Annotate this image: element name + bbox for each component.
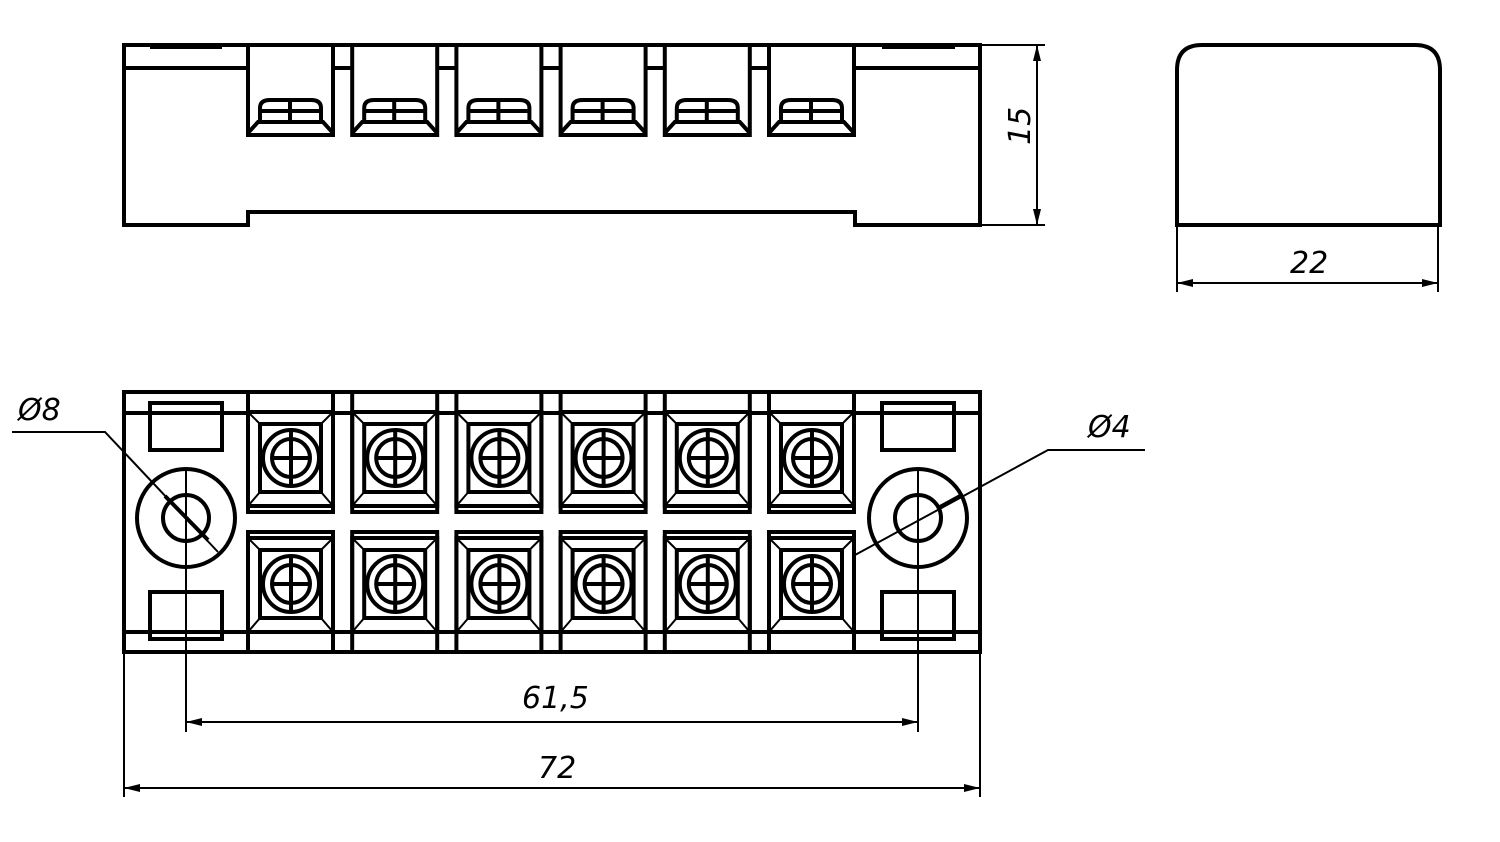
dimension-arrow xyxy=(902,718,918,726)
bevel-lines xyxy=(247,537,334,633)
bevel-lines xyxy=(768,537,855,633)
dimension-arrow xyxy=(1033,209,1041,225)
clamp-base xyxy=(663,120,752,135)
screw-slot xyxy=(793,556,831,612)
screw-slot xyxy=(584,556,623,612)
screw-slot xyxy=(272,430,310,486)
dimensions xyxy=(12,44,1439,797)
bevel-lines xyxy=(455,411,543,507)
clamp-base xyxy=(767,120,856,135)
bevel-lines xyxy=(247,411,334,507)
dimension-arrow xyxy=(1033,45,1041,61)
screw-slot xyxy=(376,430,415,486)
cover-tab xyxy=(148,401,224,452)
screw-slot xyxy=(688,556,727,612)
bevel-lines xyxy=(559,411,647,507)
terminal-housing xyxy=(246,43,335,137)
terminal-housing xyxy=(662,43,752,137)
side-outline xyxy=(1175,43,1442,227)
terminal-housing xyxy=(454,43,544,137)
screw-slot xyxy=(480,430,519,486)
screw-slot xyxy=(376,556,415,612)
bevel-lines xyxy=(455,537,543,633)
terminal-inner xyxy=(466,548,532,620)
bevel-lines xyxy=(559,537,647,633)
terminal-recess xyxy=(558,410,648,508)
screw-slot xyxy=(793,430,831,486)
screw-slot xyxy=(584,430,623,486)
dim-height-label: 15 xyxy=(1003,107,1038,145)
screw-slot xyxy=(480,556,519,612)
bevel-lines xyxy=(768,411,855,507)
side-view xyxy=(1175,43,1442,227)
body-outline xyxy=(122,390,982,654)
terminal-recess xyxy=(767,536,856,634)
dim-side-width-label: 22 xyxy=(1290,246,1328,281)
clamp-base xyxy=(350,120,439,135)
clamp-base xyxy=(559,120,648,135)
screw-slot xyxy=(688,430,727,486)
bevel-lines xyxy=(351,411,438,507)
clamp-base xyxy=(246,120,335,135)
body-outline xyxy=(122,43,982,227)
dim-hole-spacing-label: 61,5 xyxy=(522,681,589,716)
bevel-lines xyxy=(664,411,751,507)
terminal-recess xyxy=(246,536,335,634)
bevel-lines xyxy=(664,537,751,633)
dimension-arrow xyxy=(1177,279,1193,287)
dimension-arrow xyxy=(186,718,202,726)
cover-tab xyxy=(880,401,956,452)
terminal-housing xyxy=(350,43,440,137)
diameter-arrow xyxy=(939,493,963,509)
dimension-arrow xyxy=(1422,279,1438,287)
dimension-arrow xyxy=(124,784,140,792)
front-view xyxy=(122,43,982,227)
leader-line xyxy=(854,449,1145,556)
terminal-recess xyxy=(246,410,335,508)
terminal-recess xyxy=(662,536,752,634)
terminal-inner xyxy=(466,422,532,494)
terminal-recess xyxy=(350,536,440,634)
bevel-lines xyxy=(351,537,438,633)
dimension-arrow xyxy=(964,784,980,792)
terminal-recess xyxy=(454,536,544,634)
top-view xyxy=(122,390,982,654)
terminal-recess xyxy=(454,410,544,508)
terminal-housing xyxy=(767,43,856,137)
terminal-housing xyxy=(558,43,648,137)
dim-diameter-8-label: Ø8 xyxy=(16,393,61,428)
dim-length-label: 72 xyxy=(538,751,576,786)
terminal-recess xyxy=(558,536,648,634)
terminal-recess xyxy=(350,410,440,508)
terminal-recess xyxy=(662,410,752,508)
terminal-recess xyxy=(767,410,856,508)
screw-slot xyxy=(272,556,310,612)
dim-diameter-4-label: Ø4 xyxy=(1086,410,1131,445)
diameter-arrow xyxy=(163,494,210,542)
clamp-base xyxy=(454,120,543,135)
